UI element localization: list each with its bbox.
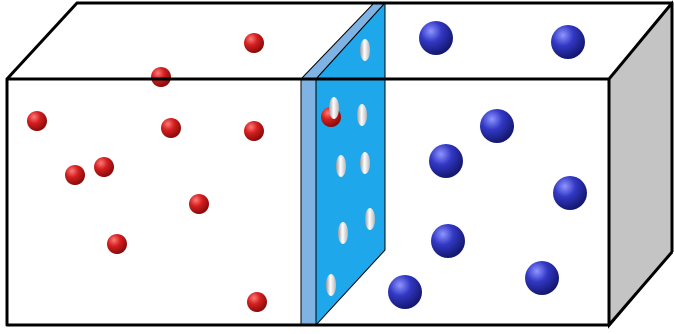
small-particle: [107, 234, 127, 254]
large-particle: [553, 176, 587, 210]
large-particle: [388, 275, 422, 309]
small-particle: [244, 33, 264, 53]
membrane-pore: [357, 104, 367, 126]
membrane-pore: [336, 155, 346, 177]
large-particle: [431, 224, 465, 258]
membrane-pore: [360, 39, 370, 61]
small-particle: [94, 157, 114, 177]
small-particle: [65, 165, 85, 185]
small-particle: [161, 118, 181, 138]
small-particle: [151, 67, 171, 87]
membrane-pore: [360, 152, 370, 174]
large-particle: [525, 261, 559, 295]
small-particle: [244, 121, 264, 141]
large-particle: [429, 144, 463, 178]
large-particle: [419, 21, 453, 55]
large-particle: [480, 109, 514, 143]
membrane-pore: [365, 208, 375, 230]
membrane-pore: [326, 274, 336, 296]
membrane-pore: [338, 222, 348, 244]
large-particle: [551, 25, 585, 59]
small-particle: [247, 292, 267, 312]
small-particle: [27, 111, 47, 131]
membrane-pore: [329, 97, 339, 119]
small-particle: [189, 194, 209, 214]
